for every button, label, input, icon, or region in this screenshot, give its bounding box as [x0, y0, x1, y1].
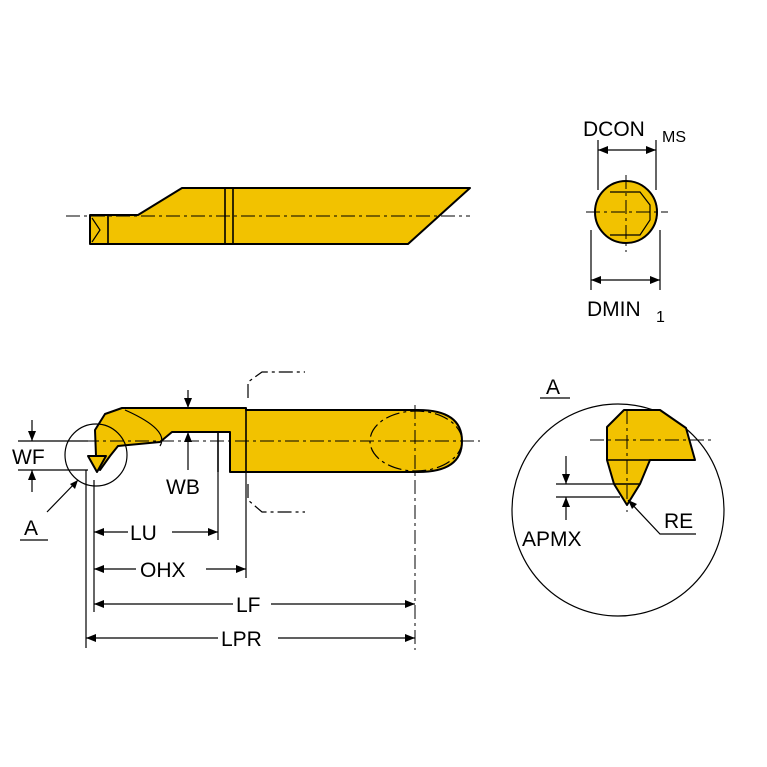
wb-label: WB	[166, 476, 200, 499]
lu-label-bg	[128, 520, 172, 544]
dcon-arrow-left	[598, 146, 608, 154]
wf-arrow-top	[28, 431, 36, 441]
lpr-arrow-left	[86, 634, 96, 642]
detail-a-insert-body	[606, 409, 696, 506]
apmx-arrow-top	[562, 474, 570, 484]
dcon-subscript: MS	[662, 129, 686, 146]
apmx-label: APMX	[522, 528, 582, 551]
re-label: RE	[664, 510, 693, 533]
lu-arrow-left	[94, 528, 104, 536]
dcon-label: DCON	[583, 118, 645, 141]
lf-label-bg	[233, 592, 271, 616]
dmin-arrow-left	[591, 276, 601, 284]
detail-a-boundary	[511, 403, 725, 617]
lf-arrow-left	[94, 600, 104, 608]
lu-arrow-right	[208, 528, 218, 536]
wb-arrow-bottom	[184, 432, 192, 442]
lf-label: LF	[236, 594, 261, 617]
lpr-label: LPR	[221, 628, 262, 651]
wf-label: WF	[12, 446, 45, 469]
wf-arrow-bottom	[28, 470, 36, 480]
wb-arrow-top	[184, 398, 192, 408]
break-line-bottom	[247, 484, 305, 513]
detail-a-callout-circle	[64, 423, 128, 487]
dmin-label: DMIN	[587, 298, 641, 321]
detail-a-reference: A	[24, 517, 38, 540]
apmx-arrow-bottom	[562, 497, 570, 507]
main-view-tool-body	[94, 407, 463, 473]
ohx-arrow-left	[94, 565, 104, 573]
re-leader	[627, 499, 696, 535]
main-plan-view	[18, 371, 480, 650]
ohx-label: OHX	[140, 559, 186, 582]
lu-label: LU	[130, 522, 157, 545]
main-view-head-curve	[124, 409, 163, 447]
dcon-arrow-right	[646, 146, 656, 154]
detail-a-leader-arrow	[70, 480, 78, 489]
detail-a-view	[511, 403, 725, 617]
dmin-subscript: 1	[656, 309, 665, 326]
re-leader-arrow	[628, 500, 637, 509]
detail-a-title: A	[546, 376, 560, 399]
break-line-top	[247, 371, 305, 398]
end-view-flat	[647, 189, 658, 235]
ohx-label-bg	[136, 557, 206, 581]
main-view-insert-tip	[87, 455, 107, 473]
lf-arrow-right	[405, 600, 415, 608]
lpr-label-bg	[218, 626, 278, 650]
end-view	[586, 140, 668, 290]
dmin-arrow-right	[650, 276, 660, 284]
top-view-insert-facet	[91, 217, 101, 243]
ohx-arrow-right	[236, 565, 246, 573]
top-side-view	[66, 187, 471, 245]
lpr-arrow-right	[405, 634, 415, 642]
